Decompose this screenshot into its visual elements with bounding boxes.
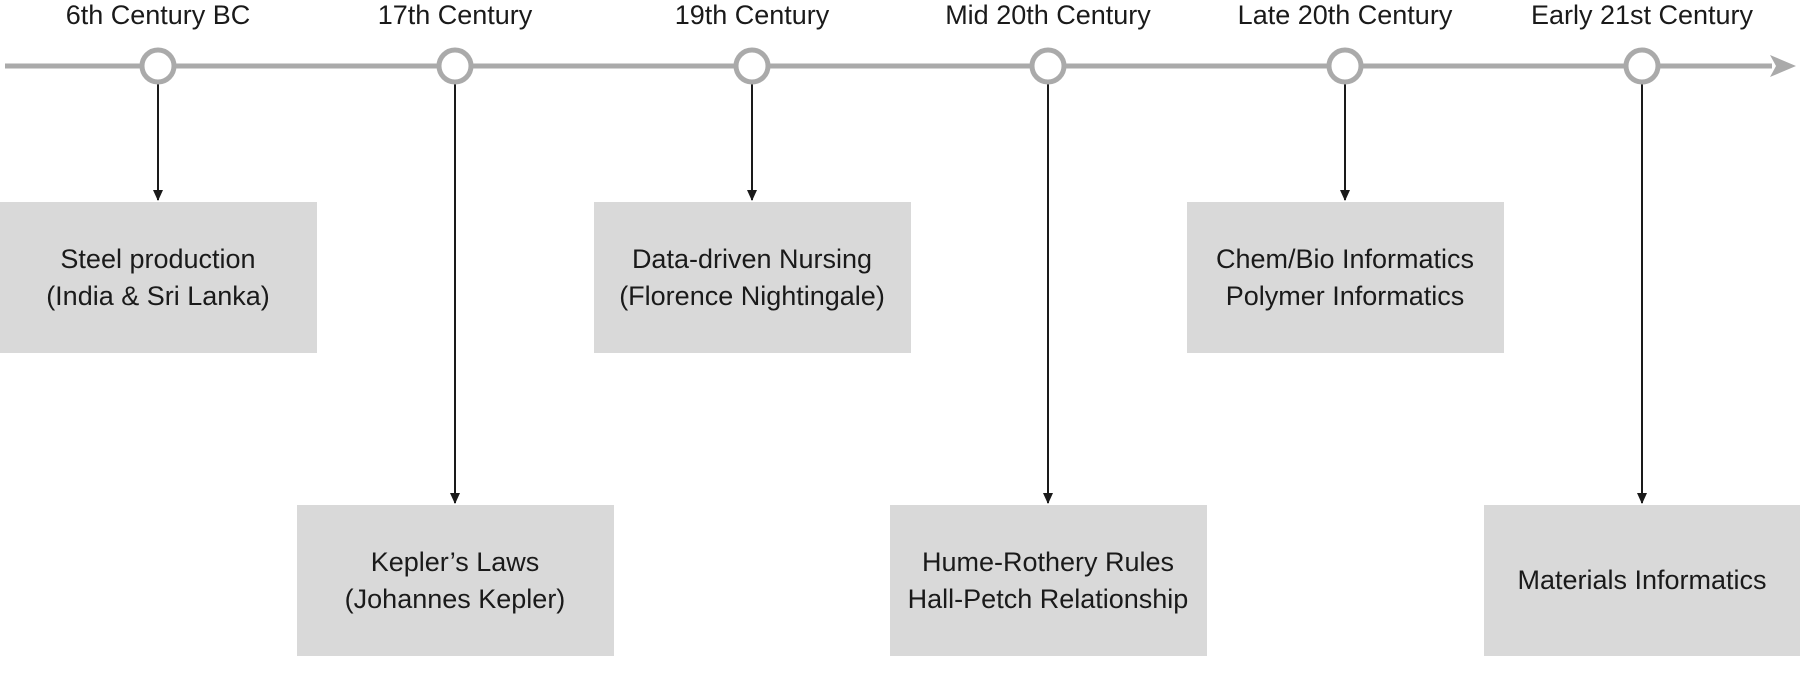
era-label-19th-century: 19th Century (674, 0, 830, 30)
event-box-hume-rothery-rules: Hume-Rothery Rules Hall-Petch Relationsh… (889, 505, 1207, 656)
event-box-line: (India & Sri Lanka) (46, 280, 270, 311)
era-label-6th-century-bc: 6th Century BC (65, 0, 251, 30)
event-box-line: Materials Informatics (1517, 565, 1767, 595)
event-box-line: Steel production (60, 243, 256, 274)
event-box-line: Kepler’s Laws (370, 546, 540, 577)
event-box-line: Hall-Petch Relationship (907, 583, 1189, 614)
era-label-late-20th-century: Late 20th Century (1237, 0, 1453, 30)
event-box-data-driven-nursing: Data-driven Nursing (Florence Nightingal… (593, 202, 911, 353)
event-box-line: (Florence Nightingale) (619, 280, 885, 311)
timeline-node-circle (1326, 47, 1364, 85)
event-box-line: Chem/Bio Informatics (1215, 243, 1475, 274)
event-box-line: Hume-Rothery Rules (921, 546, 1175, 577)
event-box-materials-informatics: Materials Informatics (1483, 505, 1800, 656)
era-label-mid-20th-century: Mid 20th Century (945, 0, 1151, 30)
era-label-17th-century: 17th Century (377, 0, 533, 30)
event-box-keplers-laws: Kepler’s Laws (Johannes Kepler) (296, 505, 614, 656)
timeline-node-circle (436, 47, 474, 85)
timeline-node-circle (1029, 47, 1067, 85)
timeline-node-circle (1623, 47, 1661, 85)
timeline-axis-arrowhead (1770, 55, 1796, 77)
era-label-early-21st-century: Early 21st Century (1530, 0, 1754, 30)
event-box-line: Polymer Informatics (1225, 280, 1465, 311)
event-box-steel-production: Steel production (India & Sri Lanka) (0, 202, 317, 353)
event-box-line: (Johannes Kepler) (344, 583, 566, 614)
timeline-node-circle (139, 47, 177, 85)
event-box-informatics: Chem/Bio Informatics Polymer Informatics (1186, 202, 1504, 353)
timeline-node-circle (733, 47, 771, 85)
event-box-line: Data-driven Nursing (631, 243, 873, 274)
